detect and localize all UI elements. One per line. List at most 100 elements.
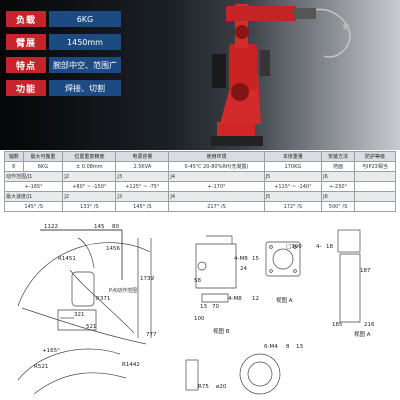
speed-col: J3: [115, 191, 170, 202]
speed-col: [353, 191, 397, 202]
dim-r1442: R1442: [122, 362, 140, 368]
spec-table: 轴数 最大可搬重 位置重复精度 电源容量 使用环境 本体重量 安装方法 防护等级…: [3, 151, 397, 212]
speed-cell: 500° /S: [321, 201, 355, 212]
spec-key: 臂展: [6, 34, 46, 50]
speed-cell: [353, 201, 397, 212]
spec-row-features: 特点 腕部中空、范围广: [6, 56, 121, 74]
view-b-label: 视图 B: [213, 327, 230, 335]
table-cell: 6KG: [22, 161, 64, 172]
table-cell: 2.5KVA: [115, 161, 170, 172]
dim-58: 58: [194, 278, 201, 284]
table-header-cell: 防护等级: [353, 151, 397, 162]
dim-r1451: R1451: [58, 256, 76, 262]
range-col: J4: [168, 171, 265, 182]
table-header-cell: 轴数: [4, 151, 24, 162]
speed-cell: 145° /S: [3, 201, 64, 212]
range-row: +-165° +80° ~ -150° +125° ~ -75° +-170° …: [3, 181, 397, 192]
range-col: J5: [263, 171, 323, 182]
technical-drawing: 1122 145 80 1456 R1451 R371 521 321 777 …: [17, 224, 375, 395]
dim-24: 24: [240, 266, 247, 272]
range-cell: +80° ~ -150°: [62, 181, 117, 192]
range-cell: +-165°: [3, 181, 64, 192]
view-a-label: 视图 A: [276, 296, 293, 304]
dim-6m4: 6-M4: [264, 344, 278, 350]
dim-1739: 1739: [140, 276, 154, 282]
table-cell: ± 0.08mm: [62, 161, 117, 172]
dim-r371: R371: [96, 296, 110, 302]
speed-col: J4: [168, 191, 265, 202]
range-cell: +-230°: [321, 181, 355, 192]
robot-image: [211, 4, 351, 146]
table-cell: 与IP23相当: [353, 161, 397, 172]
speed-col: J5: [263, 191, 323, 202]
dim-15: 15: [252, 256, 259, 262]
dim-4m8-b: 4-M8: [228, 296, 242, 302]
table-cell: 地面: [321, 161, 355, 172]
dim-13: 13: [200, 304, 207, 310]
speed-cell: 145° /S: [115, 201, 170, 212]
dim-70: 70: [212, 304, 219, 310]
spec-row-reach: 臂展 1450mm: [6, 33, 121, 51]
speed-col: J6: [321, 191, 355, 202]
table-header-cell: 本体重量: [263, 151, 323, 162]
dim-12: 12: [252, 296, 259, 302]
speed-col: J2: [62, 191, 117, 202]
dim-phi20: ø20: [216, 384, 227, 390]
speed-title: 最大速度/J1: [3, 191, 64, 202]
dim-100: 100: [194, 316, 205, 322]
dim-80: 80: [112, 224, 119, 230]
spec-value: 焊接、切割: [49, 80, 121, 96]
range-header-row: 动作范围/J1 J2 J3 J4 J5 J6: [3, 171, 397, 182]
range-col: J3: [115, 171, 170, 182]
dim-216: 216: [364, 322, 375, 328]
dim-square-300: □300: [286, 244, 302, 250]
range-title: 动作范围/J1: [3, 171, 64, 182]
range-cell: +125° ~ -75°: [115, 181, 170, 192]
speed-cell: 172° /S: [263, 201, 323, 212]
range-cell: +115° ~ -140°: [263, 181, 323, 192]
dim-4: 4-: [316, 244, 321, 250]
view-a-label-2: 视图 A: [354, 330, 371, 338]
dim-8: 8: [286, 344, 290, 350]
range-col: [353, 171, 397, 182]
range-cell: [353, 181, 397, 192]
spec-value: 6KG: [49, 11, 121, 27]
angle-label: +165°: [42, 348, 60, 354]
table-row: 6 6KG ± 0.08mm 2.5KVA 0-45℃ 20-80%RH(无凝露…: [4, 161, 397, 172]
dim-521: 521: [86, 324, 97, 330]
dim-13b: 13: [296, 344, 303, 350]
range-cell: +-170°: [168, 181, 265, 192]
dim-777: 777: [146, 332, 157, 338]
table-cell: 170KG: [263, 161, 323, 172]
spec-key: 负载: [6, 11, 46, 27]
spec-value: 1450mm: [49, 34, 121, 50]
spec-value: 腕部中空、范围广: [49, 57, 121, 73]
speed-cell: 133° /S: [62, 201, 117, 212]
speed-cell: 217° /S: [168, 201, 265, 212]
dim-187: 187: [360, 268, 371, 274]
range-col: J6: [321, 171, 355, 182]
dim-4m8-a: 4-M8: [234, 256, 248, 262]
spec-row-payload: 负载 6KG: [6, 10, 121, 28]
table-header-cell: 最大可搬重: [22, 151, 64, 162]
table-cell: 0-45℃ 20-80%RH(无凝露): [168, 161, 265, 172]
table-header-cell: 位置重复精度: [62, 151, 117, 162]
dim-1456: 1456: [106, 246, 120, 252]
table-header-cell: 使用环境: [168, 151, 265, 162]
table-header-row: 轴数 最大可搬重 位置重复精度 电源容量 使用环境 本体重量 安装方法 防护等级: [4, 151, 397, 162]
dim-185: 185: [332, 322, 343, 328]
table-header-cell: 安装方法: [321, 151, 355, 162]
spec-row-function: 功能 焊接、切割: [6, 79, 121, 97]
spec-key: 特点: [6, 57, 46, 73]
spec-key: 功能: [6, 80, 46, 96]
dim-145: 145: [94, 224, 105, 230]
speed-row: 145° /S 133° /S 145° /S 217° /S 172° /S …: [3, 201, 397, 212]
dim-1122: 1122: [44, 224, 58, 230]
table-cell: 6: [4, 161, 24, 172]
range-col: J2: [62, 171, 117, 182]
table-header-cell: 电源容量: [115, 151, 170, 162]
dim-r75: R75: [198, 384, 209, 390]
dim-r521: R521: [34, 364, 48, 370]
hero-banner: 负载 6KG 臂展 1450mm 特点 腕部中空、范围广 功能 焊接、切割: [0, 0, 400, 150]
dim-321: 321: [74, 312, 85, 318]
